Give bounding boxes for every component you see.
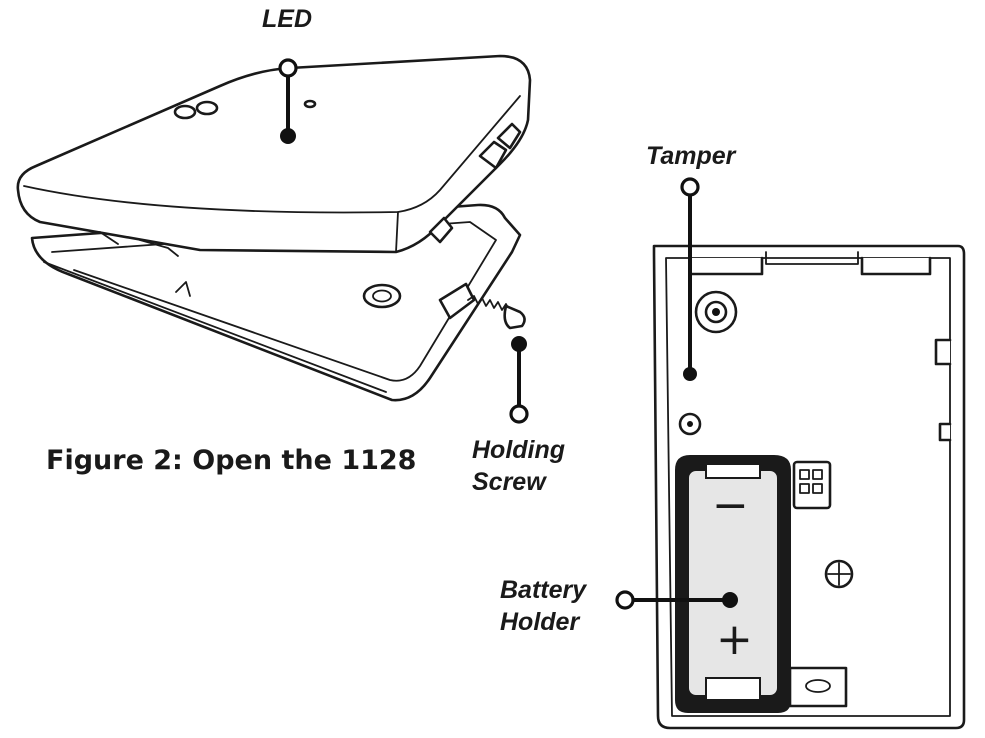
- holding-screw-callout: Holding Screw: [472, 336, 565, 496]
- tamper-callout-ring: [680, 177, 700, 197]
- battery-holder-callout: Battery Holder: [500, 576, 738, 636]
- battery-holder-callout-dot: [722, 592, 738, 608]
- battery-minus-symbol: −: [712, 480, 749, 531]
- figure-caption: Figure 2: Open the 1128: [46, 445, 416, 476]
- base-interior-illustration: − +: [652, 244, 966, 730]
- base-screw: [824, 559, 854, 589]
- battery-plus-symbol: +: [716, 614, 753, 665]
- holding-screw: [467, 295, 526, 330]
- base-tray: [30, 203, 522, 402]
- connector-block: [792, 460, 832, 510]
- device-lid: [16, 54, 532, 257]
- tamper-callout: Tamper: [646, 142, 737, 381]
- opened-device-illustration: [16, 54, 532, 402]
- battery-holder-callout-ring: [615, 590, 635, 610]
- battery-holder-label-line1: Battery: [500, 576, 587, 604]
- top-notch-right: [860, 256, 932, 276]
- led-callout: LED: [262, 5, 312, 144]
- holding-screw-label-line1: Holding: [472, 436, 565, 464]
- battery-holder-label-line2: Holder: [500, 608, 580, 636]
- top-notch-left: [688, 256, 764, 276]
- holding-screw-label-line2: Screw: [472, 468, 547, 496]
- battery-holder: − +: [675, 455, 791, 713]
- led-callout-dot: [280, 128, 296, 144]
- holding-screw-callout-ring: [509, 404, 529, 424]
- bottom-tab: [788, 666, 848, 708]
- holding-screw-callout-dot: [511, 336, 527, 352]
- tamper-label: Tamper: [646, 142, 737, 170]
- tamper-switch: [694, 290, 738, 334]
- led-callout-ring: [278, 58, 298, 78]
- led-label: LED: [262, 5, 312, 33]
- tamper-callout-dot: [683, 367, 697, 381]
